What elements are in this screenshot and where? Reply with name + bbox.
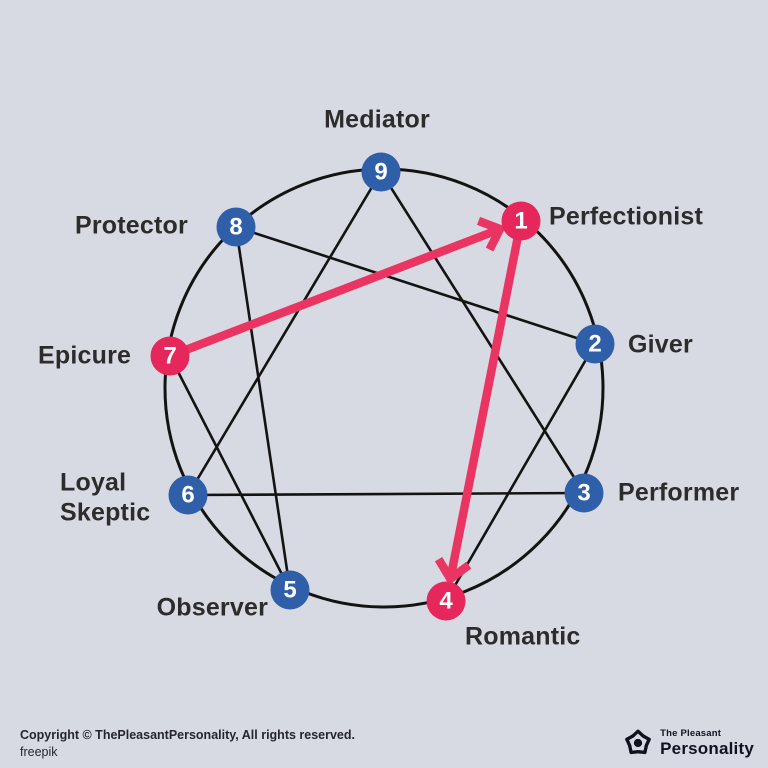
connection-line-9-3 (379, 171, 586, 494)
connection-line-6-9 (186, 171, 383, 496)
label-performer: Performer (618, 478, 740, 507)
node-number-6: 6 (181, 481, 195, 508)
node-number-3: 3 (577, 479, 591, 506)
connection-line-8-2 (235, 225, 596, 346)
node-5: 5 (270, 570, 310, 610)
node-4: 4 (426, 581, 466, 621)
node-7: 7 (150, 336, 190, 376)
node-8: 8 (216, 207, 256, 247)
node-2: 2 (575, 324, 615, 364)
freepik-credit: freepik (20, 744, 58, 759)
node-number-7: 7 (163, 342, 177, 369)
footer: Copyright © ThePleasantPersonality, All … (20, 727, 754, 761)
node-number-8: 8 (229, 213, 243, 240)
connection-line-2-4 (444, 343, 597, 602)
copyright-text: Copyright © ThePleasantPersonality, All … (20, 727, 355, 742)
node-number-2: 2 (588, 330, 602, 357)
pleasant-personality-logo-icon (625, 729, 651, 755)
logo-top-text: The Pleasant (660, 727, 722, 739)
label-loyal-skeptic: Loyal Skeptic (60, 468, 151, 527)
label-epicure: Epicure (38, 341, 132, 370)
label-romantic: Romantic (465, 622, 581, 651)
node-3: 3 (564, 473, 604, 513)
label-perfectionist: Perfectionist (549, 202, 704, 231)
logo-text: The Pleasant Personality (660, 727, 754, 758)
label-observer: Observer (156, 593, 268, 622)
connection-line-5-7 (168, 355, 292, 591)
node-number-4: 4 (439, 587, 453, 614)
label-giver: Giver (628, 330, 693, 359)
node-1: 1 (501, 201, 541, 241)
label-mediator: Mediator (324, 105, 430, 134)
footer-credits: Copyright © ThePleasantPersonality, All … (20, 727, 355, 761)
node-number-5: 5 (283, 576, 297, 603)
flow-arrow-head-1-4 (434, 556, 472, 586)
logo-bottom-text: Personality (660, 738, 754, 758)
node-9: 9 (361, 152, 401, 192)
brand-logo: The Pleasant Personality (623, 728, 754, 760)
connection-line-8-5 (234, 226, 292, 591)
label-protector: Protector (75, 211, 188, 240)
connection-line-3-6 (187, 491, 585, 497)
flow-arrow-head-7-1 (477, 216, 506, 252)
flow-arrow-shaft-1-4 (446, 220, 526, 578)
flow-arrow-shaft-7-1 (168, 225, 500, 360)
node-6: 6 (168, 475, 208, 515)
node-number-9: 9 (374, 158, 388, 185)
node-number-1: 1 (514, 207, 528, 234)
